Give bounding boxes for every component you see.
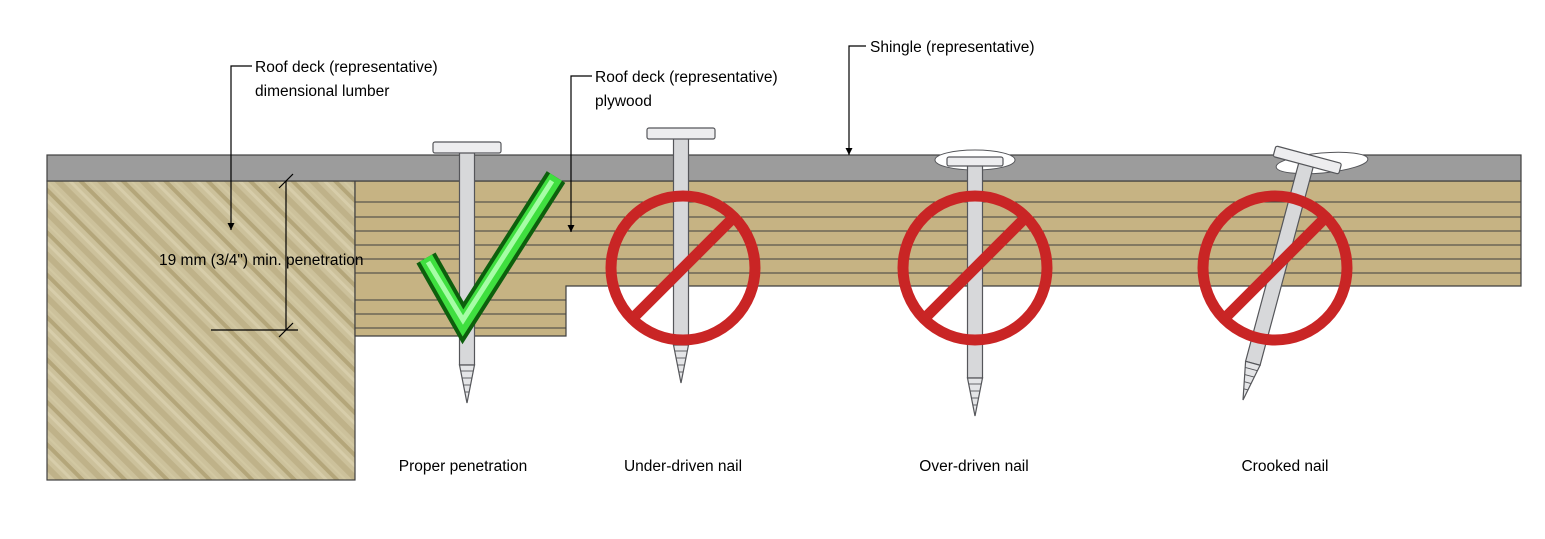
prohibition-icon (1197, 190, 1353, 346)
caption-under-driven-nail: Under-driven nail (623, 458, 743, 475)
label-line: plywood (595, 93, 652, 110)
label-roof-deck-plywood: Roof deck (representative) plywood (595, 66, 778, 114)
label-line: dimensional lumber (255, 83, 390, 100)
label-shingle: Shingle (representative) (870, 39, 1035, 56)
prohibition-icon (605, 190, 761, 346)
label-line: Roof deck (representative) (595, 69, 778, 86)
check-icon (416, 171, 566, 345)
label-min-penetration: 19 mm (3/4") min. penetration (159, 252, 364, 269)
caption-crooked-nail: Crooked nail (1241, 458, 1329, 475)
prohibition-icon (897, 190, 1053, 346)
label-line: Roof deck (representative) (255, 59, 438, 76)
penetration-dimension (211, 173, 298, 338)
label-roof-deck-lumber: Roof deck (representative) dimensional l… (255, 56, 438, 104)
plywood-leader-line (567, 75, 592, 232)
shingle-leader-line (845, 45, 866, 155)
caption-over-driven-nail: Over-driven nail (919, 458, 1029, 475)
caption-proper-penetration: Proper penetration (398, 458, 528, 475)
lumber-leader-line (227, 65, 252, 230)
roof-deck-lumber-block (46, 180, 356, 481)
nail-under-driven (646, 127, 716, 384)
shingle-strip (46, 154, 1522, 182)
